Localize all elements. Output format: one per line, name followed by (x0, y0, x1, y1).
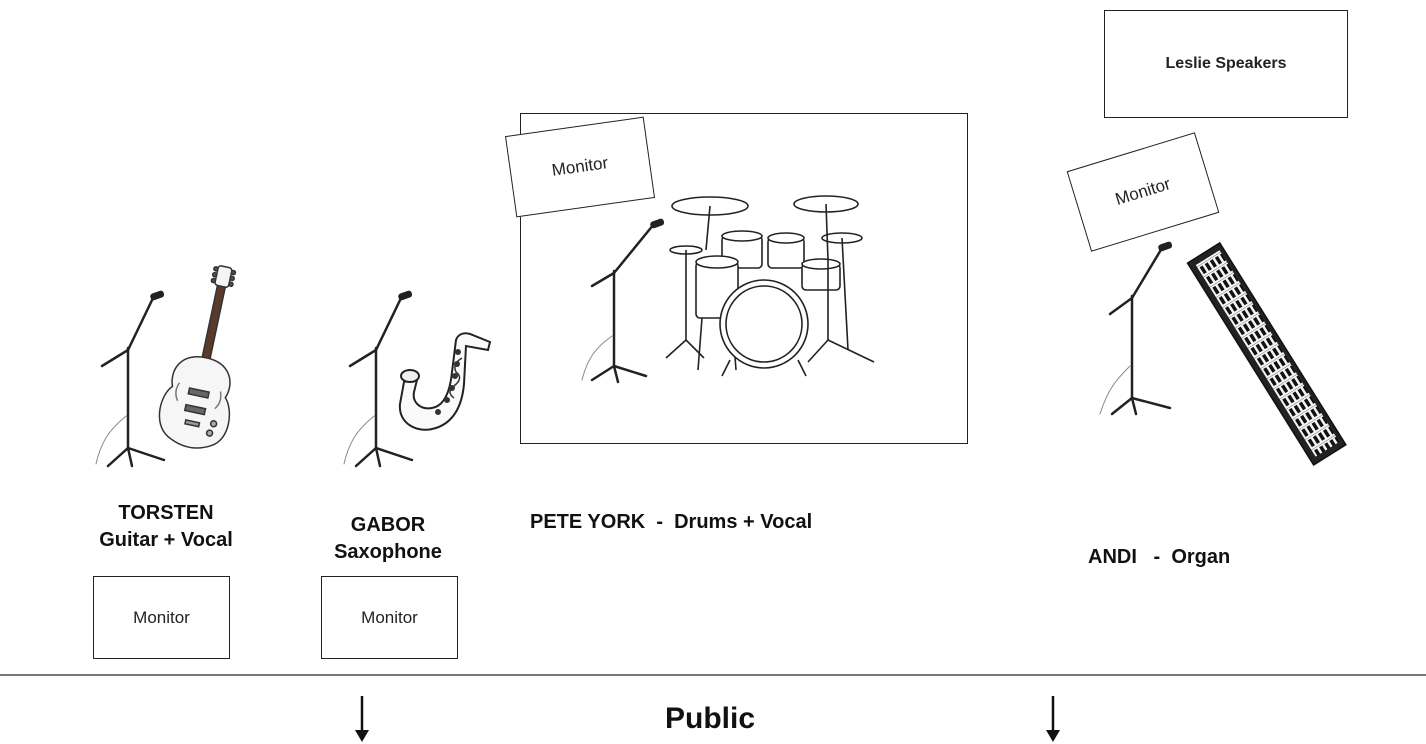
drum-riser-frame (520, 113, 968, 444)
andi-text: ANDI - Organ (1088, 546, 1231, 568)
torsten-monitor-label: Monitor (133, 607, 190, 627)
gabor-monitor-box: Monitor (321, 576, 458, 659)
microphone-stand-icon (581, 218, 665, 384)
gabor-monitor-label: Monitor (361, 607, 418, 627)
torsten-label: TORSTEN Guitar + Vocal (74, 500, 258, 554)
public-label: Public (664, 702, 755, 735)
leslie-speakers-box: Leslie Speakers (1104, 10, 1348, 118)
microphone-stand-icon (343, 290, 414, 468)
gabor-name: GABOR (350, 514, 426, 536)
down-arrow-icon (1046, 696, 1060, 742)
down-arrow-icon (355, 696, 369, 742)
pete-york-text: PETE YORK - Drums + Vocal (530, 511, 813, 533)
stage-edge-line (0, 674, 1426, 676)
organ-monitor-box: Monitor (1066, 132, 1220, 252)
saxophone-icon (398, 332, 492, 431)
microphone-stand-icon (95, 290, 166, 468)
andi-label: ANDI - Organ (1088, 490, 1308, 598)
torsten-role: Guitar + Vocal (99, 529, 233, 551)
gabor-label: GABOR Saxophone (304, 512, 472, 566)
leslie-speakers-label: Leslie Speakers (1165, 55, 1287, 72)
torsten-name: TORSTEN (118, 502, 214, 524)
organ-monitor-label: Monitor (1112, 174, 1173, 209)
drums-monitor-label: Monitor (550, 153, 610, 180)
gabor-role: Saxophone (334, 541, 442, 563)
microphone-stand-icon (1099, 241, 1173, 416)
keyboard-icon (1186, 241, 1347, 466)
electric-guitar-icon (158, 265, 237, 449)
pete-york-label: PETE YORK - Drums + Vocal (530, 455, 910, 563)
drum-kit-icon (665, 195, 875, 377)
torsten-monitor-box: Monitor (93, 576, 230, 659)
